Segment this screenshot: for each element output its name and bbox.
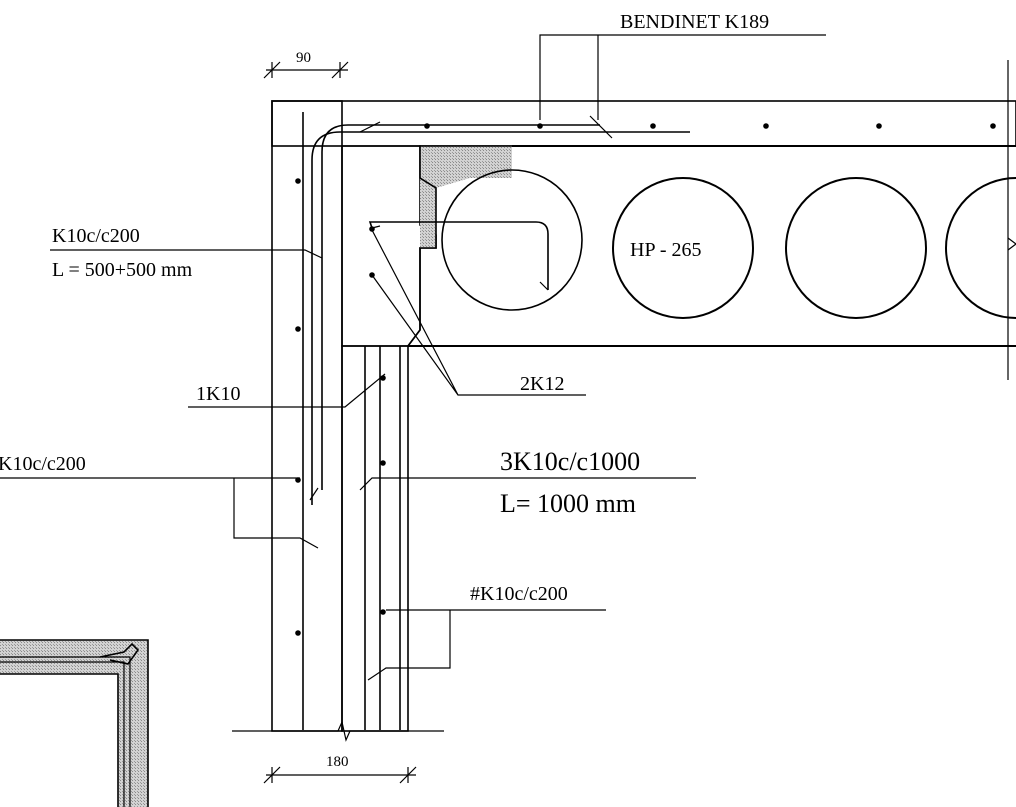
secondary-corner-detail [0, 639, 149, 807]
leader-bendinet [539, 34, 826, 139]
hollow-core-void-3 [945, 177, 1016, 319]
label-dim-180: 180 [326, 754, 349, 770]
inner-wall-concrete [341, 345, 409, 732]
base-break-line [232, 720, 444, 742]
label-l-1000: L= 1000 mm [500, 489, 636, 518]
leader-hash-right [367, 609, 606, 681]
grouted-core-circle [441, 169, 583, 311]
leader-1k10 [188, 373, 386, 408]
rebar-u-bar-inner [321, 124, 600, 490]
dimension-90 [263, 61, 349, 79]
left-wall-concrete [271, 100, 343, 732]
label-hash-k10-left: #K10c/c200 [0, 453, 86, 475]
label-k10c-c200: K10c/c200 [52, 225, 140, 247]
leader-hash-left [0, 477, 319, 549]
dimension-180 [263, 766, 417, 784]
label-hash-k10-right: #K10c/c200 [470, 583, 568, 605]
hollow-core-void-1 [612, 177, 754, 319]
right-break-zigzag [1007, 237, 1016, 251]
leader-3k10 [359, 477, 696, 491]
rebar-u-bar-outer [311, 131, 690, 505]
label-1k10: 1K10 [196, 383, 240, 405]
leader-k10c-c200 [50, 249, 323, 259]
label-hp-265: HP - 265 [630, 239, 701, 261]
hollow-core-end-profile [407, 145, 512, 347]
label-dim-90: 90 [296, 50, 311, 66]
rebar-hook-into-core [368, 221, 549, 290]
leader-2k12 [371, 229, 586, 396]
rebar-section-dots [295, 123, 996, 636]
label-l-500-500: L = 500+500 mm [52, 259, 193, 281]
label-2k12: 2K12 [520, 373, 564, 395]
label-bendinet: BENDINET K189 [620, 11, 769, 33]
label-3k10c-c1000: 3K10c/c1000 [500, 447, 640, 476]
topping-slab-concrete [271, 100, 1016, 147]
rebar-end-ticks [309, 121, 549, 501]
slab-end-grout [420, 146, 512, 248]
hollow-core-void-2 [785, 177, 927, 319]
